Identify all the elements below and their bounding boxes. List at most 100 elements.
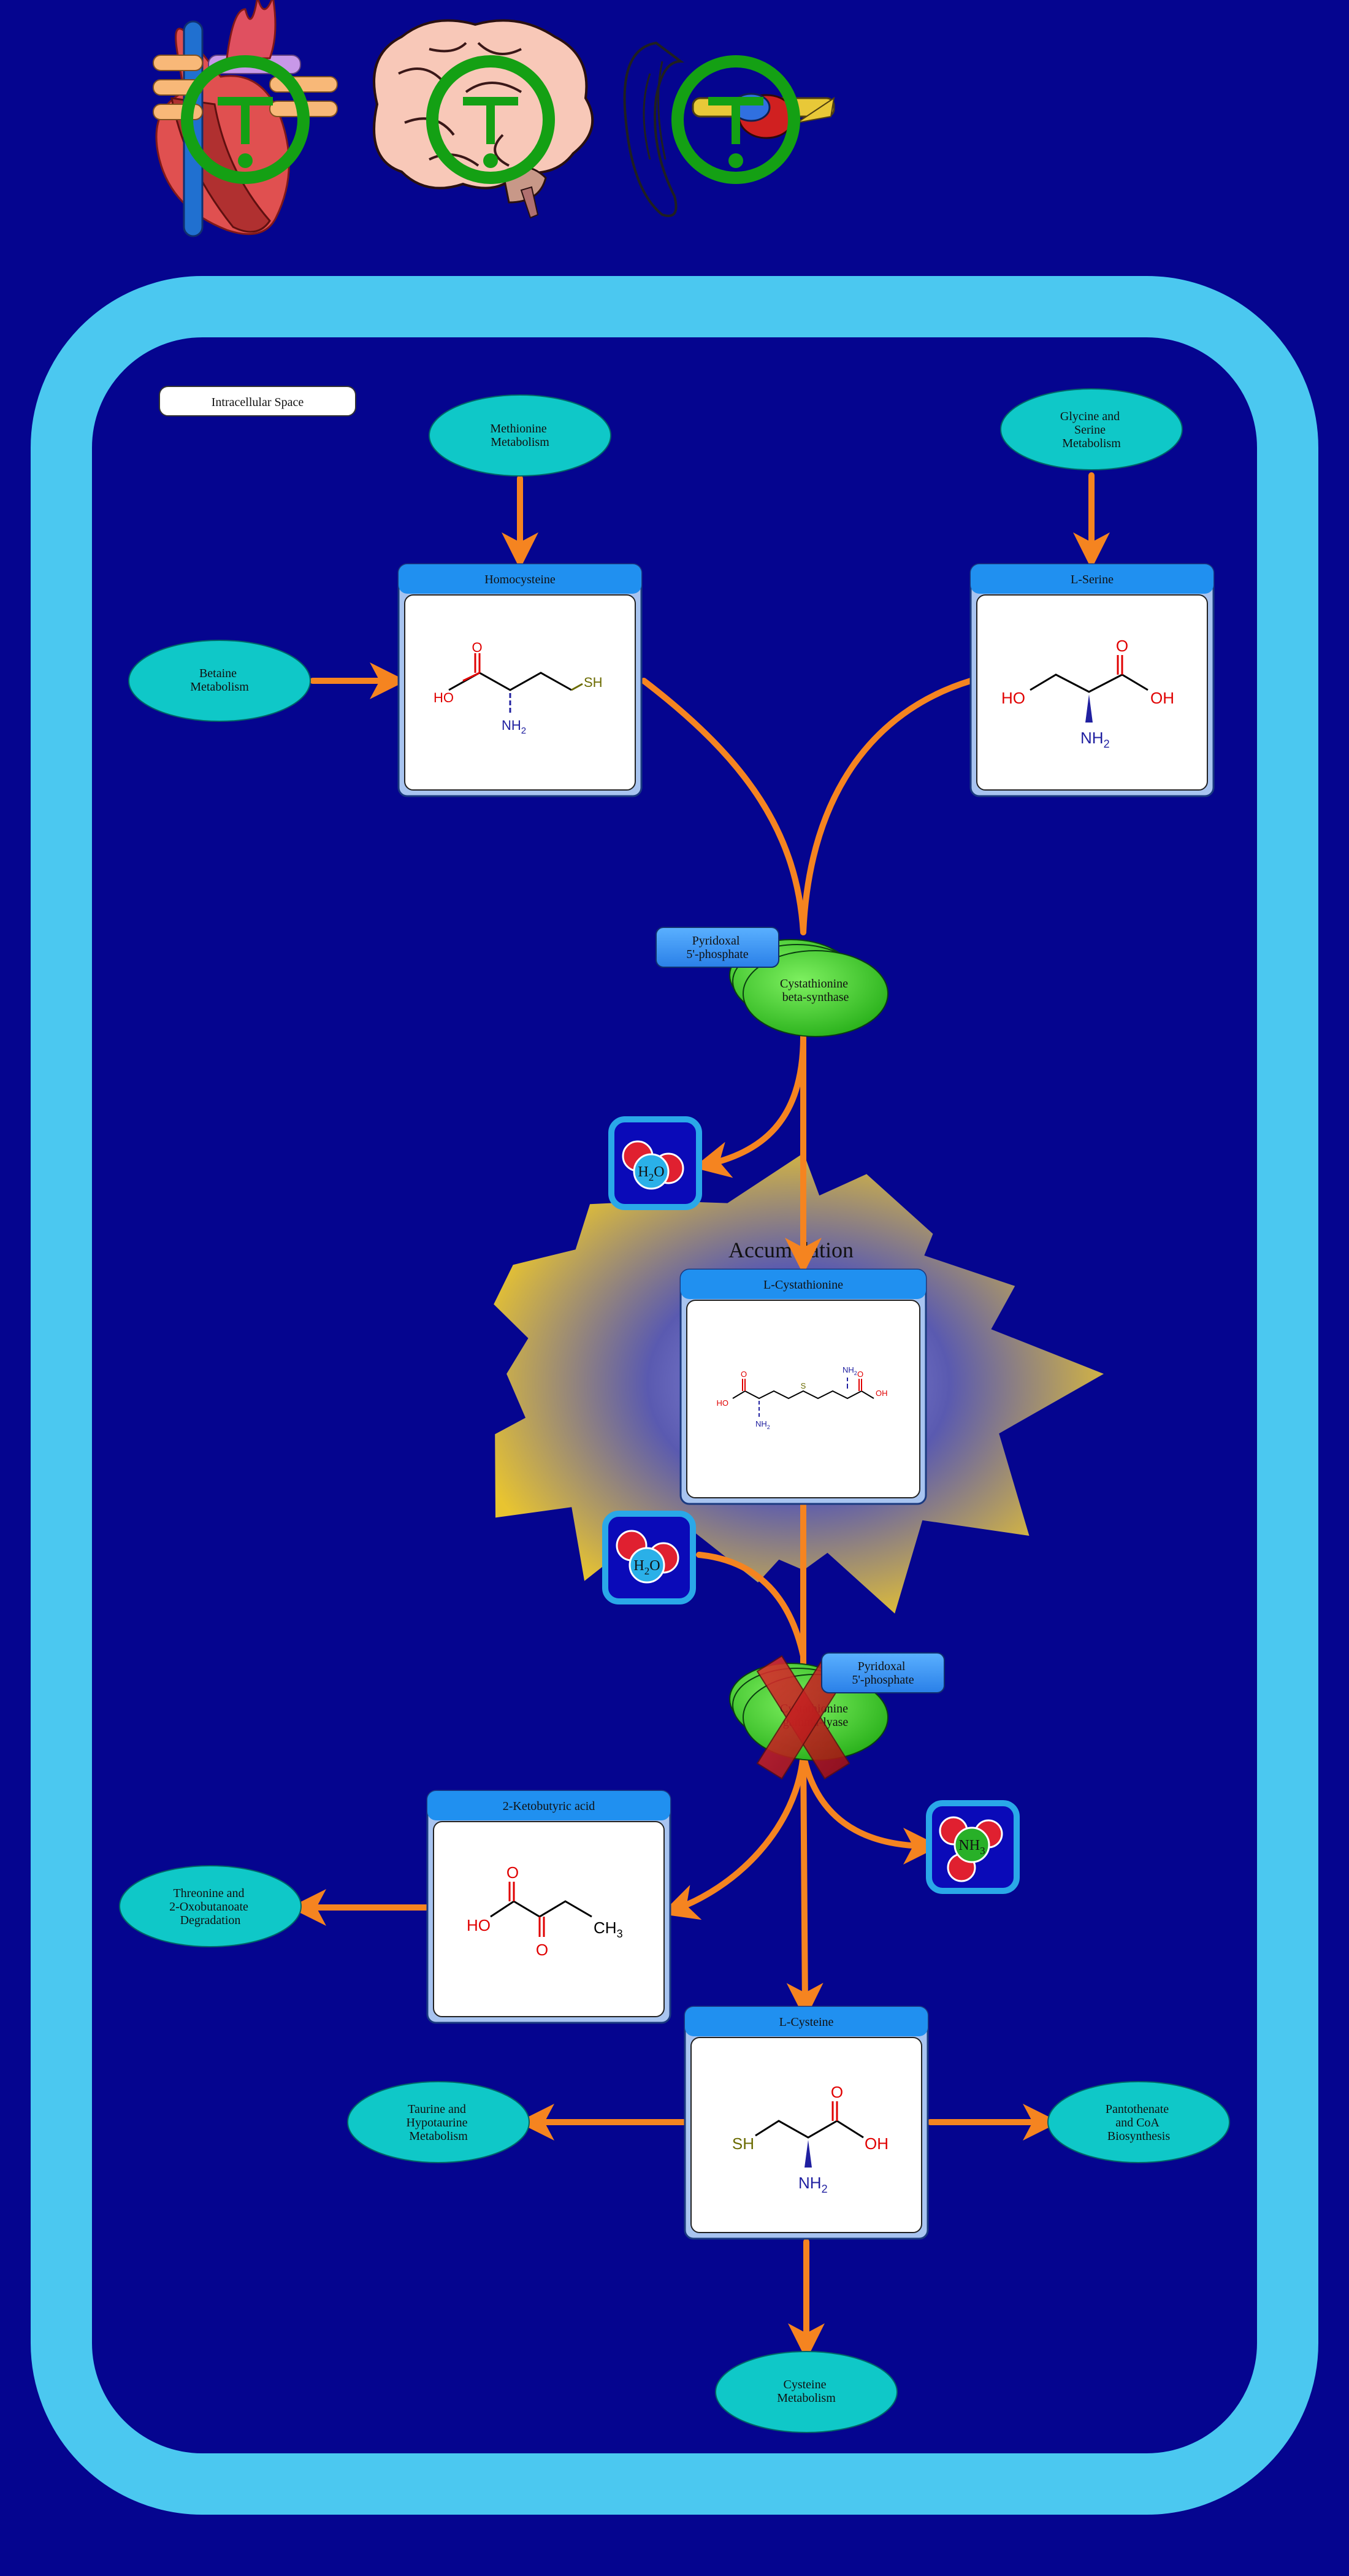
atom-subscript: 2 (521, 726, 526, 736)
pathway-label-line: Metabolism (190, 680, 249, 694)
water-formula: H (633, 1558, 644, 1574)
compartment-label-box (159, 386, 356, 416)
metabolite-name: 2-Ketobutyric acid (503, 1800, 595, 1813)
svg-text:H2O: H2O (638, 1164, 664, 1183)
pathway-cysteine[interactable]: Cysteine Metabolism (715, 2351, 898, 2433)
pathway-label-line: Pantothenate (1106, 2103, 1169, 2116)
svg-text:Threonine and 2-Oxobutan: Threonine and 2-Oxobutanoate Degradation (169, 1887, 251, 1927)
atom-label: NH (843, 1365, 854, 1374)
metabolite-serine[interactable]: L-Serine HO O OH NH2 (969, 563, 1215, 797)
pathway-label-line: Serine (1074, 423, 1106, 437)
metabolite-cysteine[interactable]: L-Cysteine SH O OH NH2 (684, 2006, 929, 2240)
cofactor-label-line: 5'-phosphate (852, 1673, 914, 1687)
brain-organ (373, 19, 594, 219)
atom-subscript: 2 (854, 1370, 857, 1376)
atom-label: NH (502, 718, 521, 733)
atom-label: HO (1001, 689, 1025, 707)
svg-text:Betaine Metabolism: Betaine Metabolism (190, 667, 249, 694)
svg-text:NH3: NH3 (958, 1838, 985, 1857)
atom-label: OH (865, 2134, 889, 2153)
atom-label: O (506, 1863, 519, 1882)
molecule-water-1[interactable]: H2O (608, 1116, 702, 1210)
pathway-label-line: Degradation (180, 1914, 241, 1927)
pathway-methionine[interactable]: Methionine Metabolism (429, 394, 611, 477)
cofactor-plp-1[interactable]: Pyridoxal 5'-phosphate (655, 927, 779, 968)
svg-text:CH3: CH3 (594, 1919, 623, 1940)
arrow-cgl-to-ketobutyric (660, 1751, 806, 1920)
atom-subscript: 3 (617, 1928, 623, 1940)
svg-text:NH2: NH2 (755, 1419, 770, 1430)
accumulation-label: Accumulation (728, 1238, 854, 1262)
metabolite-cystathionine[interactable]: L-Cystathionine HO O O OH S NH2 NH2 (679, 1268, 927, 1505)
metabolite-homocysteine[interactable]: Homocysteine HO O NH2 SH (397, 563, 643, 797)
atom-label: NH (1080, 729, 1104, 747)
atom-label: SH (584, 675, 603, 690)
svg-text:Pantothenate and CoA: Pantothenate and CoA Biosynthesis (1106, 2103, 1172, 2143)
cell-membrane (31, 276, 1318, 2515)
pathway-label-line: Taurine and (408, 2103, 466, 2116)
pathway-label-line: Betaine (199, 667, 237, 680)
pathway-taurine[interactable]: Taurine and Hypotaurine Metabolism (347, 2081, 530, 2163)
organ-indicator-dot (728, 153, 743, 168)
metabolite-ketobutyric[interactable]: 2-Ketobutyric acid HO O O CH3 (426, 1790, 671, 2024)
pathway-label-line: Biosynthesis (1107, 2129, 1170, 2143)
serine-structure: HO O OH NH2 (1001, 637, 1174, 750)
pathway-label-line: and CoA (1115, 2116, 1160, 2129)
pathway-betaine[interactable]: Betaine Metabolism (128, 640, 311, 722)
atom-label: NH (755, 1419, 767, 1428)
ammonia-subscript: 3 (980, 1845, 985, 1857)
metabolite-name: Homocysteine (484, 573, 556, 586)
pathway-threonine[interactable]: Threonine and 2-Oxobutanoate Degradation (119, 1865, 302, 1947)
water-formula: H (638, 1164, 648, 1180)
pathway-label-line: Threonine and (173, 1887, 244, 1900)
water-formula-tail: O (649, 1558, 660, 1574)
svg-text:Cysteine Metabolism: Cysteine Metabolism (777, 2378, 836, 2405)
pathway-label-line: 2-Oxobutanoate (169, 1900, 248, 1914)
ketobutyric-structure: HO O O CH3 (467, 1863, 623, 1959)
cofactor-label-line: 5'-phosphate (686, 948, 748, 961)
atom-label: S (801, 1381, 806, 1390)
cysteine-structure: SH O OH NH2 (732, 2083, 889, 2195)
organ-indicator-circle (181, 55, 800, 184)
ammonia-formula: NH (958, 1838, 980, 1853)
metabolite-name: L-Cysteine (779, 2015, 834, 2029)
svg-text:NH2: NH2 (843, 1365, 857, 1376)
enzyme-label-line: Cystathionine (780, 977, 848, 991)
organ-indicator-dot (483, 153, 498, 168)
enzyme-label-line: beta-synthase (782, 991, 849, 1004)
pathway-label-line: Methionine (490, 422, 546, 435)
pathway-label-line: Hypotaurine (407, 2116, 468, 2129)
cofactor-plp-2[interactable]: Pyridoxal 5'-phosphate (821, 1652, 945, 1693)
pathway-label-line: Metabolism (1062, 437, 1121, 450)
metabolite-name: L-Serine (1071, 573, 1114, 586)
atom-label: O (857, 1370, 863, 1379)
metabolite-name: L-Cystathionine (763, 1278, 843, 1292)
svg-text:Taurine and Hypotaurine: Taurine and Hypotaurine Metabolism (407, 2103, 471, 2143)
atom-label: HO (434, 690, 454, 705)
pathway-pantothenate[interactable]: Pantothenate and CoA Biosynthesis (1047, 2081, 1230, 2163)
molecule-water-2[interactable]: H2O (602, 1511, 696, 1604)
pathway-glycine-serine[interactable]: Glycine and Serine Metabolism (1000, 388, 1183, 470)
svg-text:H2O: H2O (633, 1558, 660, 1577)
atom-label: OH (876, 1389, 888, 1398)
svg-text:Pyridoxal 5'-phosphate: Pyridoxal 5'-phosphate (686, 934, 748, 961)
arrow-serine-to-cbs (800, 678, 974, 935)
molecule-ammonia[interactable]: NH3 (926, 1800, 1020, 1894)
pathway-label-line: Metabolism (777, 2391, 836, 2405)
organ-indicator-dot (238, 153, 253, 168)
atom-label: HO (717, 1398, 729, 1408)
water-subscript: 2 (644, 1565, 650, 1577)
pathway-label-line: Glycine and (1060, 410, 1120, 423)
arrow-cgl-to-ammonia (800, 1751, 941, 1865)
arrow-water-to-cgl (696, 1552, 806, 1659)
atom-label: CH (594, 1919, 617, 1937)
svg-text:Methionine Metabolism: Methionine Metabolism (490, 422, 549, 449)
ear-organ (623, 41, 835, 217)
atom-label: O (1116, 637, 1128, 655)
arrow-cgl-to-cysteine (786, 1751, 824, 2020)
atom-label: NH (798, 2174, 822, 2192)
atom-label: SH (732, 2134, 754, 2153)
compartment-label: Intracellular Space (212, 396, 304, 409)
svg-text:NH2: NH2 (1080, 729, 1110, 750)
svg-text:Glycine and Serine: Glycine and Serine Metabolism (1060, 410, 1123, 450)
